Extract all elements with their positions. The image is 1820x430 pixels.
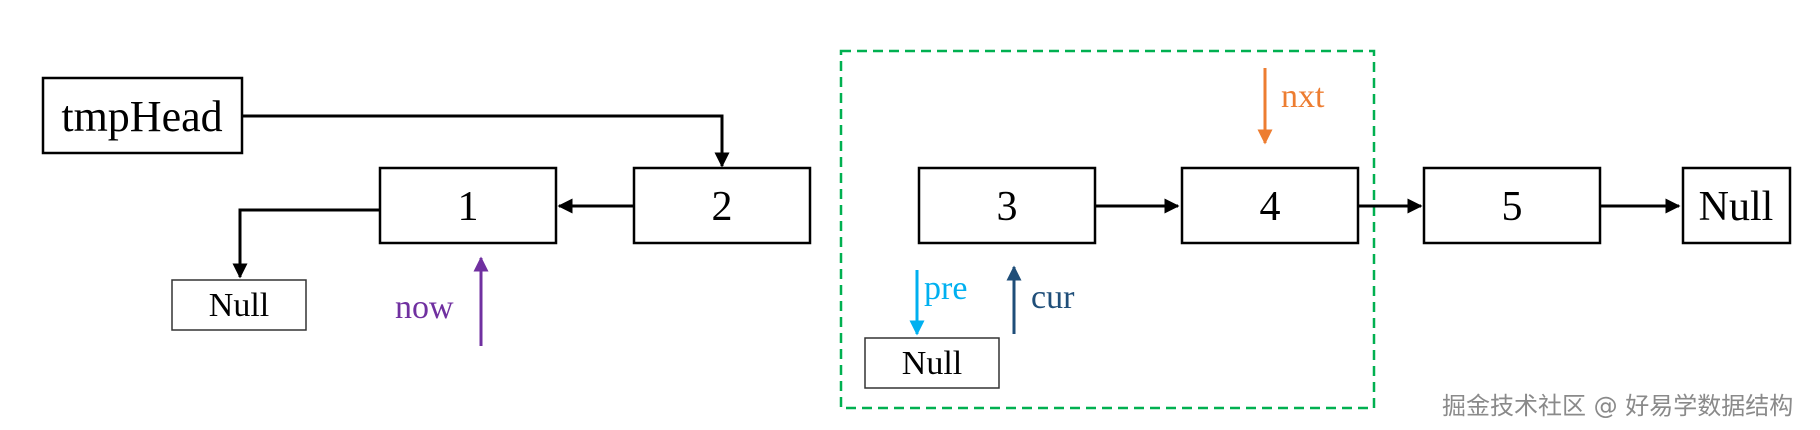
null-left-label: Null [209, 287, 269, 324]
node-5-box [1422, 166, 1602, 245]
null-right-label: Null [1699, 184, 1774, 230]
cur-pointer-label: cur [1031, 279, 1075, 316]
edge-tmphead-to-node-2 [242, 114, 730, 168]
node-4-label: 4 [1260, 184, 1281, 230]
node-1-box [378, 166, 558, 245]
node-3-label: 3 [997, 184, 1018, 230]
node-2-label: 2 [712, 184, 733, 230]
node-2-box [632, 166, 812, 245]
node-tmphead-box [41, 76, 244, 155]
now-pointer-label: now [395, 289, 454, 326]
node-5-label: 5 [1502, 184, 1523, 230]
null-left-box [171, 279, 307, 331]
node-3-box [917, 166, 1097, 245]
node-1-label: 1 [458, 184, 479, 230]
node-4-box [1180, 166, 1360, 245]
nxt-pointer-label: nxt [1281, 78, 1325, 115]
null-pre-label: Null [902, 345, 962, 382]
null-right-box [1681, 166, 1792, 245]
node-tmphead-label: tmpHead [61, 92, 222, 141]
edge-node-1-to-null [232, 208, 380, 279]
pre-pointer-label: pre [924, 270, 967, 307]
null-pre-box [864, 337, 1000, 389]
watermark-text: 掘金技术社区 @ 好易学数据结构 [1442, 392, 1794, 420]
highlight-frame [839, 49, 1376, 410]
